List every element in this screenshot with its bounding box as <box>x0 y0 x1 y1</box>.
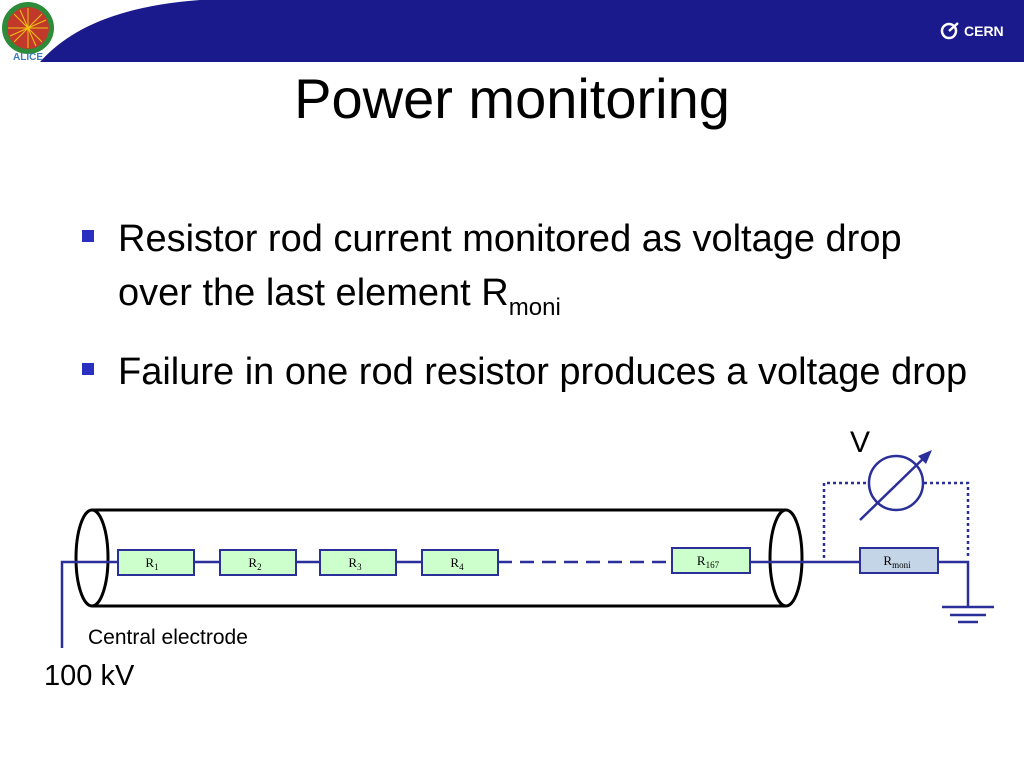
bullet-item: Failure in one rod resistor produces a v… <box>82 345 982 399</box>
resistor-label: R3 <box>348 555 362 572</box>
bullet-subscript: moni <box>508 294 561 321</box>
voltmeter-label: V <box>850 426 870 459</box>
slide-title: Power monitoring <box>294 67 730 130</box>
circuit-diagram: V <box>0 420 1024 768</box>
input-wire <box>60 560 118 648</box>
bullet-text: Failure in one rod resistor produces a v… <box>118 351 968 393</box>
resistor-label: Rmoni <box>883 553 911 570</box>
resistor-r4: R4 <box>421 549 499 576</box>
bullet-square-icon <box>82 363 94 375</box>
bullet-item: Resistor rod current monitored as voltag… <box>82 212 982 335</box>
voltmeter-icon <box>859 450 932 521</box>
alice-logo-text: ALICE <box>13 52 43 62</box>
voltmeter-wire-left <box>822 481 868 558</box>
resistor-label: R2 <box>248 555 261 572</box>
ground-wire <box>938 560 970 606</box>
cern-logo-text: CERN <box>964 23 1004 39</box>
resistor-r167: R167 <box>671 547 751 574</box>
resistor-r1: R1 <box>117 549 195 576</box>
resistor-r3: R3 <box>319 549 397 576</box>
cern-icon <box>940 22 959 40</box>
resistor-label: R167 <box>697 553 720 570</box>
voltage-label: 100 kV <box>44 660 135 692</box>
electrode-cylinder <box>74 508 804 608</box>
bullet-square-icon <box>82 230 94 242</box>
header-band <box>0 0 1024 62</box>
ground-icon <box>942 605 994 624</box>
alice-logo: ALICE <box>0 0 58 63</box>
cern-logo: CERN <box>940 18 1020 44</box>
resistor-rmoni: Rmoni <box>859 547 939 574</box>
resistor-label: R1 <box>145 555 158 572</box>
bullet-text: Resistor rod current monitored as voltag… <box>118 218 902 314</box>
electrode-label: Central electrode <box>88 626 248 649</box>
bullet-list: Resistor rod current monitored as voltag… <box>82 212 982 409</box>
resistor-r2: R2 <box>219 549 297 576</box>
voltmeter-wire-right <box>924 481 970 558</box>
resistor-label: R4 <box>450 555 464 572</box>
